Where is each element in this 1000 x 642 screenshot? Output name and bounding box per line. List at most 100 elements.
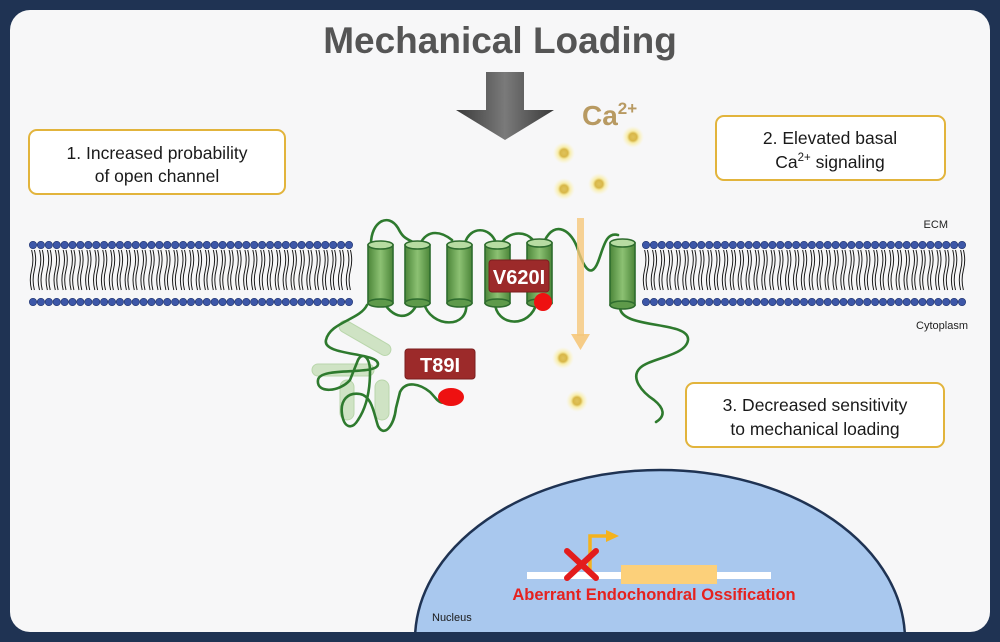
lipid-head bbox=[115, 241, 124, 250]
lipid-tail bbox=[290, 249, 297, 291]
mutation-site-marker bbox=[534, 293, 552, 311]
lipid-tail bbox=[132, 249, 139, 291]
lipid-tail bbox=[879, 249, 887, 291]
lipid-tail bbox=[251, 249, 258, 291]
lipid-head bbox=[155, 297, 164, 306]
lipid-head bbox=[242, 241, 251, 250]
lipid-head bbox=[705, 241, 714, 250]
gene-block bbox=[621, 565, 717, 584]
lipid-head bbox=[28, 297, 37, 306]
lipid-head bbox=[760, 241, 769, 250]
mutation-v620i-label: V620I bbox=[493, 267, 545, 289]
lipid-head bbox=[242, 297, 251, 306]
lipid-tail bbox=[345, 249, 353, 291]
nucleus-shape bbox=[413, 468, 907, 632]
lipid-tail bbox=[187, 249, 195, 291]
box1-line1: 1. Increased probability bbox=[67, 143, 248, 163]
lipid-head bbox=[736, 297, 745, 306]
lipid-head bbox=[297, 297, 306, 306]
lipid-head bbox=[713, 297, 722, 306]
lipid-head bbox=[297, 241, 306, 250]
calcium-ion bbox=[553, 178, 575, 200]
lipid-tail bbox=[824, 249, 831, 291]
lipid-head bbox=[100, 297, 109, 306]
lipid-bilayer bbox=[28, 241, 966, 306]
lipid-tail bbox=[753, 249, 760, 291]
lipid-tail bbox=[832, 249, 839, 291]
lipid-head bbox=[886, 297, 895, 306]
lipid-tail bbox=[179, 249, 187, 291]
lipid-tail bbox=[729, 249, 737, 291]
lipid-head bbox=[649, 241, 658, 250]
lipid-head bbox=[163, 241, 172, 250]
lipid-head bbox=[273, 297, 282, 306]
lipid-head bbox=[855, 241, 864, 250]
box-decreased-sensitivity: 3. Decreased sensitivity to mechanical l… bbox=[685, 382, 945, 448]
lipid-head bbox=[281, 241, 290, 250]
lipid-head bbox=[28, 241, 37, 250]
lipid-head bbox=[942, 297, 951, 306]
lipid-head bbox=[720, 297, 729, 306]
lipid-head bbox=[313, 297, 322, 306]
ecm-label: ECM bbox=[924, 219, 948, 231]
lipid-head bbox=[171, 297, 180, 306]
lipid-head bbox=[752, 297, 761, 306]
diagram-title: Mechanical Loading bbox=[323, 20, 677, 61]
lipid-head bbox=[123, 241, 132, 250]
lipid-head bbox=[76, 297, 85, 306]
lipid-head bbox=[218, 297, 227, 306]
lipid-head bbox=[957, 241, 966, 250]
lipid-head bbox=[918, 297, 927, 306]
lipid-tail bbox=[840, 249, 847, 291]
lipid-tail bbox=[674, 249, 681, 291]
lipid-tail bbox=[800, 249, 808, 291]
lipid-head bbox=[665, 297, 674, 306]
lipid-tail bbox=[330, 249, 337, 291]
lipid-head bbox=[92, 297, 101, 306]
lipid-head bbox=[878, 241, 887, 250]
lipid-tail bbox=[306, 249, 313, 291]
lipid-head bbox=[649, 297, 658, 306]
lipid-head bbox=[784, 297, 793, 306]
lipid-tail bbox=[69, 249, 76, 291]
calcium-ion bbox=[588, 173, 610, 195]
lipid-head bbox=[831, 241, 840, 250]
lipid-head bbox=[52, 297, 61, 306]
box3-line2: to mechanical loading bbox=[730, 419, 899, 439]
lipid-head bbox=[934, 297, 943, 306]
box-elevated-basal-signaling: 2. Elevated basal Ca2+ signaling bbox=[715, 115, 946, 181]
lipid-head bbox=[823, 297, 832, 306]
lipid-head bbox=[226, 241, 235, 250]
lipid-head bbox=[839, 297, 848, 306]
lipid-tail bbox=[337, 249, 345, 291]
mutation-site-marker bbox=[438, 388, 464, 406]
lipid-head bbox=[641, 241, 650, 250]
lipid-head bbox=[886, 241, 895, 250]
lipid-tail bbox=[911, 249, 918, 291]
lipid-head bbox=[163, 297, 172, 306]
lipid-head bbox=[768, 241, 777, 250]
lipid-tail bbox=[792, 249, 800, 291]
lipid-tail bbox=[203, 249, 210, 291]
calcium-ion bbox=[552, 347, 574, 369]
lipid-head bbox=[202, 297, 211, 306]
box2-line1: 2. Elevated basal bbox=[763, 128, 897, 148]
lipid-head bbox=[926, 297, 935, 306]
outcome-label: Aberrant Endochondral Ossification bbox=[512, 586, 795, 604]
lipid-tail bbox=[219, 249, 226, 291]
lipid-head bbox=[839, 241, 848, 250]
lipid-head bbox=[760, 297, 769, 306]
lipid-head bbox=[689, 241, 698, 250]
lipid-head bbox=[950, 297, 959, 306]
lipid-tail bbox=[195, 249, 203, 291]
helix-3 bbox=[446, 240, 473, 308]
lipid-tail bbox=[721, 249, 729, 291]
lipid-tail bbox=[322, 249, 329, 291]
lipid-tail bbox=[116, 249, 124, 291]
lipid-tail bbox=[164, 249, 171, 291]
lipid-tail bbox=[274, 249, 282, 291]
lipid-head bbox=[910, 241, 919, 250]
lipid-head bbox=[807, 241, 816, 250]
lipid-head bbox=[807, 297, 816, 306]
calcium-flux-arrow-icon bbox=[571, 218, 590, 350]
